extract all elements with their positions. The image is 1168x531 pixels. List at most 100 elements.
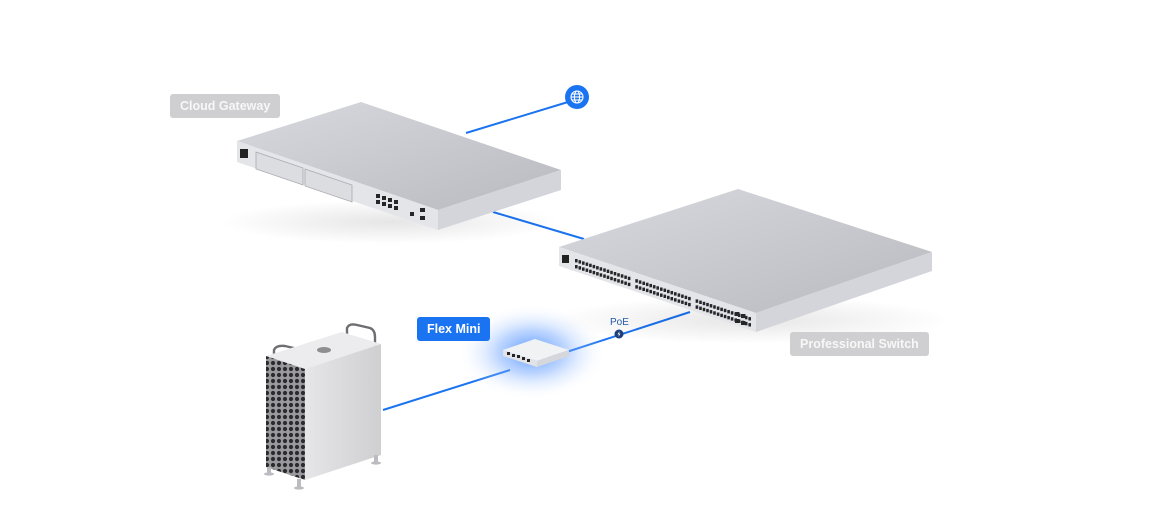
- switch-port: [645, 282, 649, 287]
- switch-port: [652, 291, 656, 295]
- switch-port: [624, 281, 627, 285]
- switch-side: [756, 252, 932, 332]
- switch-port: [663, 288, 667, 292]
- switch-port: [663, 294, 667, 298]
- switch-port: [624, 275, 627, 279]
- bolt-icon: [617, 331, 621, 337]
- switch-port: [585, 268, 589, 272]
- switch-port: [645, 288, 649, 293]
- switch-port: [744, 321, 748, 326]
- switch-port: [638, 286, 642, 290]
- switch-port: [620, 274, 624, 278]
- switch-port: [656, 292, 659, 296]
- switch-port: [613, 272, 617, 276]
- switch-port: [627, 282, 631, 287]
- switch-port: [582, 267, 585, 271]
- switch-port: [606, 275, 610, 279]
- switch-port: [638, 280, 642, 284]
- switch-port: [656, 286, 659, 290]
- professional-switch-label: Professional Switch: [790, 332, 929, 356]
- workstation-side: [305, 344, 381, 480]
- switch-port: [727, 310, 730, 314]
- switch-port: [617, 273, 620, 277]
- switch-port: [674, 298, 677, 302]
- switch-port: [603, 268, 606, 272]
- workstation-top-latch: [317, 347, 331, 353]
- gateway-drive-bay-1: [255, 151, 304, 186]
- switch-port: [713, 305, 716, 309]
- flex-mini-device[interactable]: [457, 304, 607, 400]
- switch-port: [599, 273, 603, 277]
- switch-port: [748, 317, 751, 321]
- internet-node[interactable]: [565, 85, 589, 109]
- switch-port: [713, 311, 716, 315]
- switch-port: [667, 295, 670, 300]
- switch-port: [684, 295, 688, 300]
- switch-port: [744, 315, 748, 320]
- gateway-ethernet-ports: [376, 194, 425, 220]
- switch-port: [613, 278, 617, 282]
- switch-port: [699, 306, 702, 310]
- switch-port: [730, 317, 734, 321]
- switch-port: [674, 292, 677, 296]
- gateway-top: [237, 102, 561, 210]
- switch-port: [727, 316, 730, 320]
- switch-port: [589, 263, 592, 268]
- switch-sfp-port: [741, 321, 746, 325]
- switch-port: [652, 285, 656, 289]
- switch-port: [720, 307, 723, 312]
- switch-port: [702, 307, 706, 312]
- switch-port: [642, 281, 645, 285]
- switch-port: [716, 306, 720, 310]
- switch-sfp-port: [735, 319, 740, 323]
- link-gateway-internet: [465, 101, 569, 134]
- switch-port: [578, 260, 582, 264]
- cloud-gateway-device[interactable]: [220, 102, 561, 244]
- switch-port: [699, 300, 702, 304]
- poe-badge: [614, 329, 624, 339]
- switch-port: [635, 279, 638, 283]
- switch-port: [627, 276, 631, 281]
- poe-label: PoE: [610, 317, 629, 328]
- switch-port: [578, 266, 582, 270]
- switch-port: [660, 293, 663, 297]
- flex-mini-ports: [507, 352, 530, 362]
- switch-sfp-port: [735, 312, 740, 316]
- switch-port: [706, 302, 709, 307]
- switch-port: [723, 308, 727, 313]
- flex-mini-front: [503, 350, 537, 367]
- switch-port: [684, 301, 688, 306]
- switch-port: [592, 270, 596, 275]
- switch-port: [599, 267, 603, 271]
- switch-top: [559, 189, 932, 313]
- switch-port: [688, 296, 691, 301]
- switch-port: [592, 264, 596, 269]
- switch-port: [582, 261, 585, 265]
- switch-port: [670, 291, 674, 295]
- switch-port: [709, 304, 713, 308]
- switch-port: [720, 313, 723, 318]
- globe-icon: [570, 90, 584, 104]
- flex-mini-top: [503, 339, 569, 361]
- switch-port: [649, 289, 652, 294]
- switch-port: [681, 300, 684, 304]
- flex-mini-label: Flex Mini: [417, 317, 491, 341]
- switch-port: [596, 266, 599, 270]
- professional-switch-device[interactable]: [550, 189, 950, 344]
- workstation-device[interactable]: [264, 323, 381, 490]
- switch-port: [575, 259, 578, 263]
- switch-port: [610, 276, 613, 281]
- switch-port: [660, 287, 663, 291]
- switch-port: [677, 293, 681, 297]
- switch-port: [620, 280, 624, 284]
- switch-port: [667, 289, 670, 294]
- switch-port: [677, 299, 681, 303]
- switch-port: [635, 285, 638, 289]
- switch-port: [681, 294, 684, 298]
- switch-port: [649, 283, 652, 288]
- switch-power-port: [562, 255, 569, 263]
- switch-port: [716, 312, 720, 316]
- switch-port: [617, 279, 620, 283]
- flex-mini-side: [537, 350, 569, 367]
